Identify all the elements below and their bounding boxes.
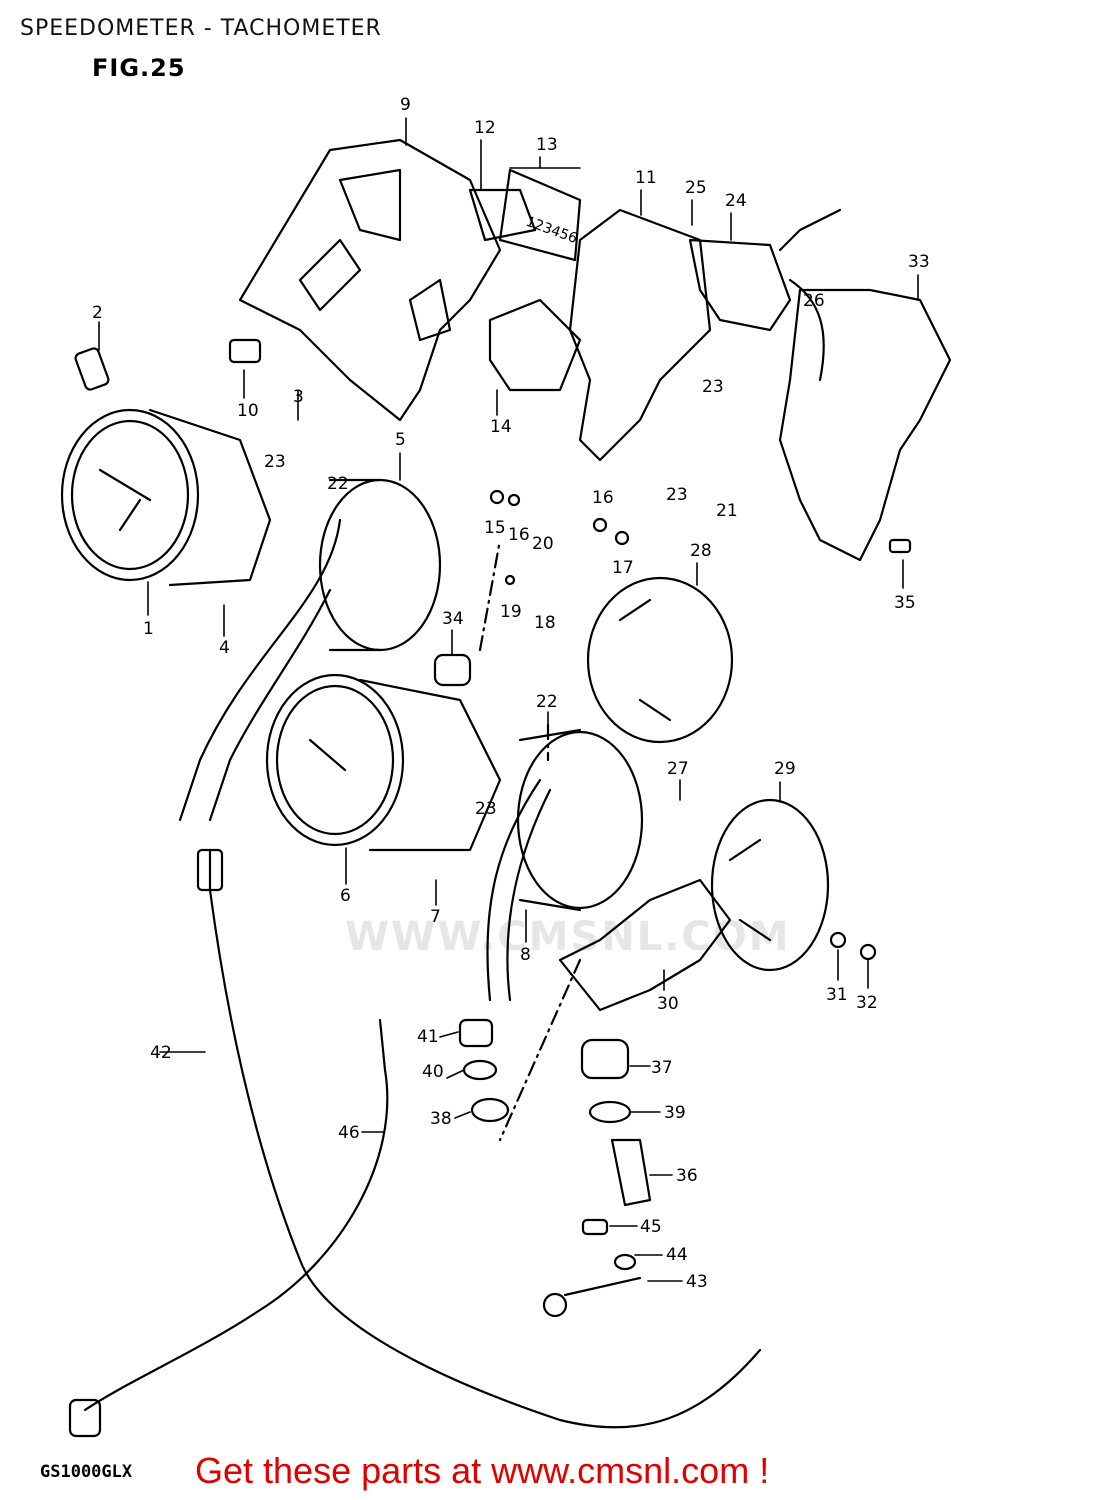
callout-19: 19 [500,602,522,622]
callout-46: 46 [338,1123,360,1143]
callout-23d: 23 [666,485,688,505]
grommet-part-34[interactable] [433,653,472,687]
callout-34: 34 [442,609,464,629]
callout-2: 2 [92,303,103,323]
model-label: GS1000GLX [40,1462,133,1482]
tachometer-cable-part-46[interactable] [83,1018,389,1412]
rear-case-part-33[interactable] [778,288,952,562]
callout-44: 44 [666,1245,688,1265]
callout-18: 18 [534,613,556,633]
tachometer-wires [486,778,552,1002]
callout-26: 26 [803,291,825,311]
callout-15: 15 [484,518,506,538]
tachometer-case-part-8[interactable] [516,728,644,912]
page-title: SPEEDOMETER - TACHOMETER [20,16,382,41]
speedometer-case-part-5[interactable] [318,478,442,652]
callout-6: 6 [340,886,351,906]
promo-link[interactable]: Get these parts at www.cmsnl.com ! [195,1450,770,1491]
callout-23b: 23 [475,799,497,819]
callout-25: 25 [685,178,707,198]
bracket-part-14[interactable] [488,298,582,392]
callout-42: 42 [150,1043,172,1063]
callout-23a: 23 [264,452,286,472]
cable-46-end [68,1398,102,1438]
callout-14: 14 [490,417,512,437]
callout-29: 29 [774,759,796,779]
callout-24: 24 [725,191,747,211]
backplate-part-29[interactable] [710,798,830,972]
leader-lines [98,117,919,1282]
speedometer-cable-part-42[interactable] [208,848,762,1429]
backplate-part-28[interactable] [586,576,734,744]
callout-27: 27 [667,759,689,779]
guide-line [478,538,582,1142]
mounting-bracket-part-30[interactable] [558,878,732,1012]
callout-35: 35 [894,593,916,613]
indicator-panel-part-13[interactable]: 123456 [498,168,582,262]
callout-31: 31 [826,985,848,1005]
watermark-text: WWW.CMSNL.COM [345,914,791,960]
callout-28: 28 [690,541,712,561]
callout-8: 8 [520,945,531,965]
front-cover-part-9[interactable] [238,138,502,422]
lens-strip-part-12[interactable] [468,188,537,242]
callout-23c: 23 [702,377,724,397]
callout-43: 43 [686,1272,708,1292]
speedometer-part-1[interactable] [60,408,272,587]
meter-housing-part-11[interactable] [568,208,712,462]
speedometer-wires [178,518,342,822]
callout-30: 30 [657,994,679,1014]
callout-21: 21 [716,501,738,521]
callout-16a: 16 [508,525,530,545]
callout-7: 7 [430,907,441,927]
callout-17: 17 [612,558,634,578]
callout-45: 45 [640,1217,662,1237]
callout-4: 4 [219,638,230,658]
callout-37: 37 [651,1058,673,1078]
callout-41: 41 [417,1027,439,1047]
callout-13: 13 [536,135,558,155]
callout-32: 32 [856,993,878,1013]
callout-1: 1 [143,619,154,639]
callout-22b: 22 [536,692,558,712]
callout-11: 11 [635,168,657,188]
callout-5: 5 [395,430,406,450]
tachometer-part-6[interactable] [265,673,502,852]
odometer-digits: 123456 [524,214,580,247]
figure-label: FIG.25 [92,54,186,82]
cable-42-end [196,848,224,892]
callout-labels: 1 2 3 4 5 6 7 8 9 10 11 12 13 14 15 16 1… [92,95,930,1292]
callout-16b: 16 [592,488,614,508]
callout-9: 9 [400,95,411,115]
callout-36: 36 [676,1166,698,1186]
callout-20: 20 [532,534,554,554]
indicator-unit-part-24[interactable] [688,238,792,332]
indicator-wiring [778,208,842,382]
callout-10: 10 [237,401,259,421]
callout-39: 39 [664,1103,686,1123]
callout-22a: 22 [327,474,349,494]
callout-33: 33 [908,252,930,272]
hardware-group [74,338,912,1318]
callout-40: 40 [422,1062,444,1082]
callout-38: 38 [430,1109,452,1129]
callout-12: 12 [474,118,496,138]
